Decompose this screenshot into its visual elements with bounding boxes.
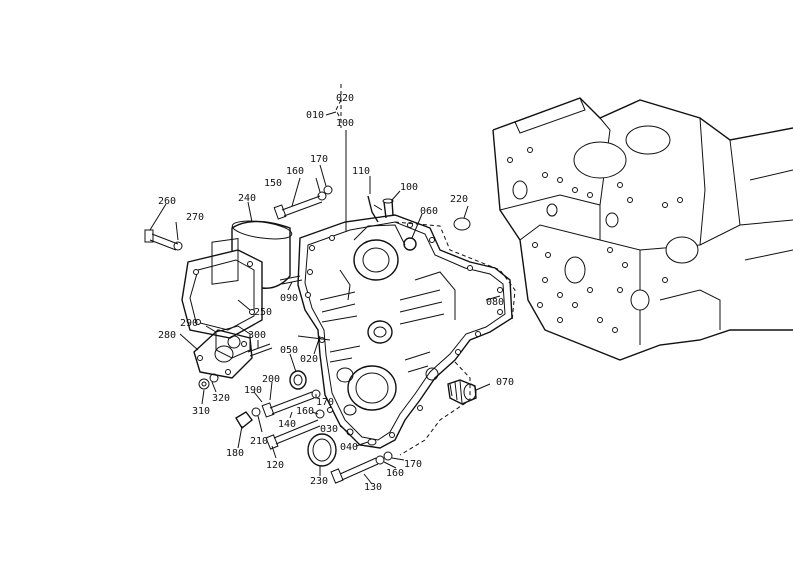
filter-bracket-250 <box>181 237 263 339</box>
label-230: 230 <box>310 476 328 487</box>
label-090: 090 <box>280 293 298 304</box>
label-180: 180 <box>226 448 244 459</box>
label-110: 110 <box>352 166 370 177</box>
oil-seal-050 <box>289 370 307 390</box>
label-020: 020 <box>300 354 318 365</box>
gasket-outline <box>394 221 516 456</box>
label-020-top: 020 <box>336 93 354 104</box>
cover-280 <box>193 329 253 379</box>
bolt-120 <box>273 419 321 445</box>
label-150: 150 <box>264 178 282 189</box>
gear-case <box>297 214 513 449</box>
label-070: 070 <box>496 377 514 388</box>
seal-230 <box>307 433 337 467</box>
washer-160-top <box>317 191 327 201</box>
fitting-100 <box>382 198 394 219</box>
label-100: 100 <box>400 182 418 193</box>
label-200: 200 <box>262 374 280 385</box>
label-080: 080 <box>486 297 504 308</box>
label-280: 280 <box>158 330 176 341</box>
washer-170-bottom <box>383 451 393 461</box>
gasket-290 <box>215 325 251 359</box>
label-220: 220 <box>450 194 468 205</box>
pipe-110 <box>367 195 383 223</box>
part-labels: 010 020 100 150 160 170 110 100 060 220 … <box>158 93 514 493</box>
label-160-top: 160 <box>286 166 304 177</box>
engine-block <box>492 97 793 361</box>
part-040 <box>367 438 377 446</box>
label-060: 060 <box>420 206 438 217</box>
label-290: 290 <box>180 318 198 329</box>
seal-060 <box>403 237 417 251</box>
oil-filter-240 <box>231 220 293 289</box>
label-160-bottom: 160 <box>386 468 404 479</box>
washer-170-top <box>323 185 333 195</box>
leader-lines <box>149 84 501 485</box>
label-190: 190 <box>244 385 262 396</box>
label-160-mid: 160 <box>296 406 314 417</box>
sensor-070 <box>447 379 477 405</box>
washer-310 <box>198 378 210 390</box>
label-010: 010 <box>306 110 324 121</box>
washer-320 <box>209 373 219 383</box>
label-210: 210 <box>250 436 268 447</box>
washer-210 <box>251 407 261 417</box>
label-310: 310 <box>192 406 210 417</box>
washer-160-bottom <box>375 455 385 465</box>
label-040: 040 <box>340 442 358 453</box>
label-260: 260 <box>158 196 176 207</box>
label-050: 050 <box>280 345 298 356</box>
label-170-mid: 170 <box>316 397 334 408</box>
label-300: 300 <box>248 330 266 341</box>
label-240: 240 <box>238 193 256 204</box>
o-ring-220 <box>453 217 471 231</box>
bolt-300 <box>247 343 273 357</box>
label-140: 140 <box>278 419 296 430</box>
label-100-top: 100 <box>336 118 354 129</box>
bolt-140 <box>269 391 315 415</box>
bolt-130 <box>339 457 379 481</box>
label-250: 250 <box>254 307 272 318</box>
label-170-bottom: 170 <box>404 459 422 470</box>
label-130: 130 <box>364 482 382 493</box>
block-bolt-holes <box>507 147 683 333</box>
label-320: 320 <box>212 393 230 404</box>
label-270: 270 <box>186 212 204 223</box>
plug-180 <box>235 411 253 430</box>
label-120: 120 <box>266 460 284 471</box>
label-030: 030 <box>320 424 338 435</box>
bolt-260 <box>144 229 179 251</box>
label-170-top: 170 <box>310 154 328 165</box>
washer-270 <box>173 241 183 251</box>
bolt-150 <box>273 195 323 220</box>
part-030 <box>346 428 354 436</box>
